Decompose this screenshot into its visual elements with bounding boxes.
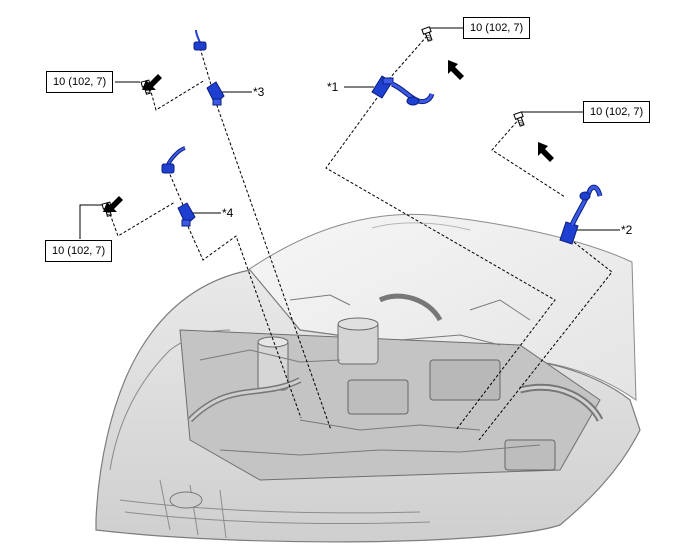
leader-connector-to-part4 (167, 169, 184, 206)
leader-part2-to-engine (478, 235, 613, 441)
bolt-icon (421, 26, 435, 43)
torque-spec-label: 10 (102, 7) (583, 101, 651, 123)
callout-part-4: *4 (222, 206, 234, 220)
sensor-icon (193, 29, 225, 106)
leader-part1-to-engine (325, 97, 556, 431)
torque-leader-lower-left (79, 204, 104, 239)
leader-bolt-to-part2 (491, 117, 566, 198)
leader-bolt-to-part3 (149, 79, 206, 111)
torque-spec-label: 10 (102, 7) (46, 71, 114, 93)
bolt-icon (513, 111, 527, 128)
leader-bolt-to-part4 (109, 201, 176, 237)
callout-part-1: *1 (327, 80, 339, 94)
tighten-arrow-icon (538, 142, 554, 162)
leader-part4-to-engine (185, 221, 302, 419)
sensor-icon (371, 75, 435, 106)
callout-part-2: *2 (621, 223, 633, 237)
leader-part3-to-engine (214, 99, 332, 431)
torque-spec-label: 10 (102, 7) (463, 17, 531, 39)
sensor-icon (161, 146, 196, 227)
callout-part-3: *3 (253, 85, 265, 99)
tighten-arrow-icon (448, 60, 464, 80)
sensor-icon (559, 184, 603, 245)
torque-spec-label: 10 (102, 7) (45, 240, 113, 262)
leader-connector-to-part3 (199, 47, 213, 89)
